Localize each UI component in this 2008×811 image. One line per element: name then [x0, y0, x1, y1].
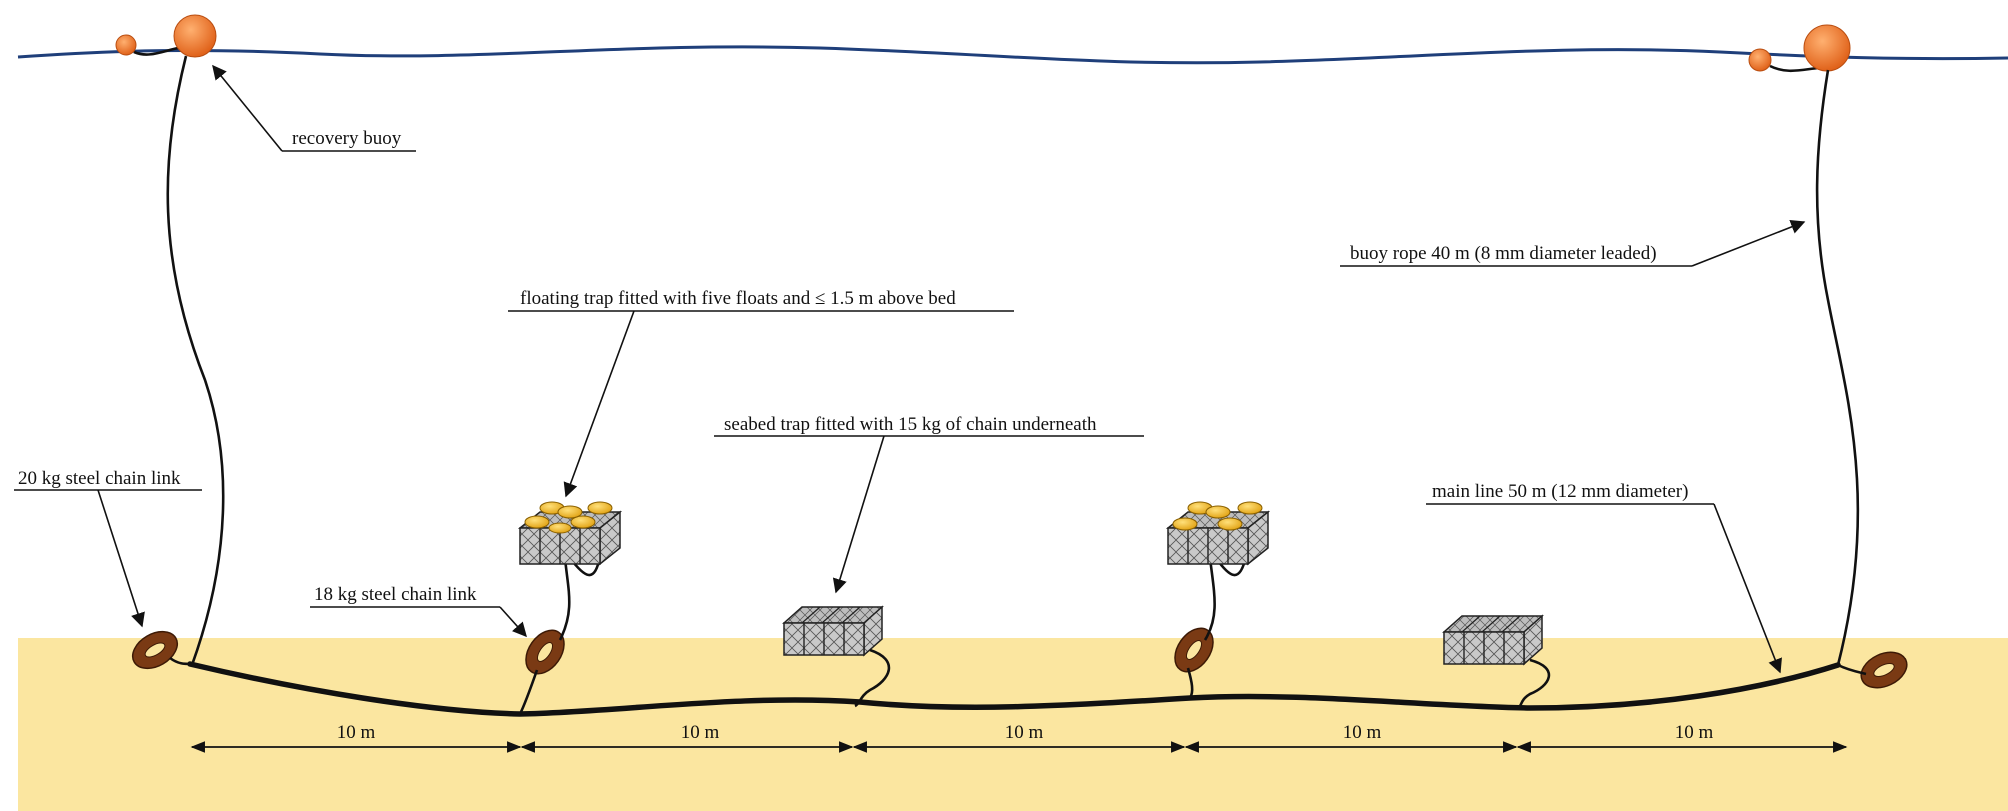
spacing-dimensions: 10 m 10 m 10 m 10 m 10 m: [190, 722, 1848, 753]
spacing-label-2: 10 m: [681, 722, 720, 743]
floating-trap-1: [517, 501, 623, 641]
callout-buoy-rope: buoy rope 40 m (8 mm diameter leaded): [1340, 220, 1806, 267]
trap-float: [570, 515, 596, 529]
small-marker-buoy-left: [115, 34, 137, 56]
label-recovery-buoy: recovery buoy: [292, 128, 402, 149]
seabed: [18, 638, 2008, 811]
callout-floating-trap: floating trap fitted with five floats an…: [508, 288, 1014, 498]
buoy-rope-right: [1815, 69, 1860, 666]
spacing-label-1: 10 m: [337, 722, 376, 743]
spacing-label-5: 10 m: [1675, 722, 1714, 743]
chain-link-mid: [1174, 627, 1214, 673]
label-buoy-rope: buoy rope 40 m (8 mm diameter leaded): [1350, 243, 1657, 264]
callout-chain-18kg: 18 kg steel chain link: [310, 584, 527, 638]
label-seabed-trap: seabed trap fitted with 15 kg of chain u…: [724, 414, 1097, 435]
sea-surface: [17, 45, 2008, 65]
label-chain-18kg: 18 kg steel chain link: [314, 584, 477, 605]
label-main-line: main line 50 m (12 mm diameter): [1432, 481, 1688, 502]
floating-trap-2: [1165, 501, 1271, 641]
right-recovery-buoy-group: [1748, 24, 1851, 73]
callout-main-line: main line 50 m (12 mm diameter): [1426, 481, 1782, 674]
buoy-rope-left: [166, 55, 225, 666]
trap-float: [1172, 517, 1198, 531]
spacing-label-4: 10 m: [1343, 722, 1382, 743]
chain-link-20kg-right: [1860, 651, 1908, 689]
label-chain-20kg: 20 kg steel chain link: [18, 468, 181, 489]
recovery-buoy-right: [1803, 24, 1851, 72]
seabed-trap-1: [782, 605, 891, 708]
spacing-label-3: 10 m: [1005, 722, 1044, 743]
trap-float: [524, 515, 550, 529]
callout-chain-20kg: 20 kg steel chain link: [14, 468, 202, 628]
chain-link-20kg-left: [131, 630, 179, 670]
chain-link-18kg: [525, 629, 565, 675]
trap-float: [1217, 517, 1243, 531]
recovery-buoy-left: [173, 14, 217, 58]
trap-float: [557, 505, 583, 519]
trap-float: [1237, 501, 1263, 515]
callout-seabed-trap: seabed trap fitted with 15 kg of chain u…: [714, 414, 1144, 594]
small-marker-buoy-right: [1748, 48, 1772, 72]
trap-float: [1205, 505, 1231, 519]
left-recovery-buoy-group: [115, 14, 217, 58]
trap-float: [587, 501, 613, 515]
trap-float: [548, 522, 572, 534]
label-floating-trap: floating trap fitted with five floats an…: [520, 288, 956, 309]
main-line: [187, 661, 1841, 717]
seabed-trap-2: [1442, 614, 1551, 710]
callout-recovery-buoy: recovery buoy: [212, 64, 416, 152]
